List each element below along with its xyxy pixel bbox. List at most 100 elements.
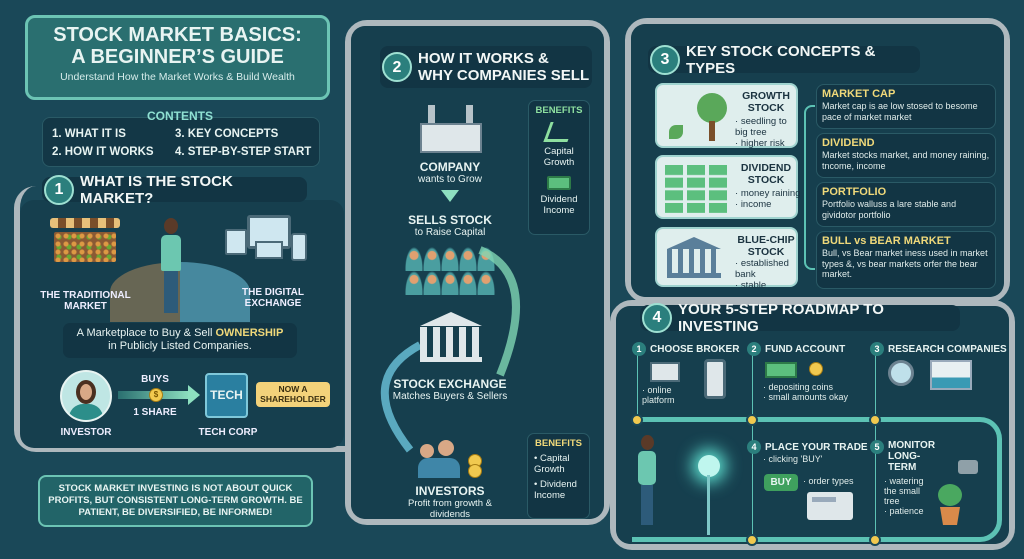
definition-pre: A Marketplace to Buy & Sell xyxy=(76,327,216,339)
dividend-title: DIVIDEND STOCK xyxy=(740,162,792,186)
exchange-sub: Matches Buyers & Sellers xyxy=(392,391,508,402)
benefit-bullet-2: • Dividend Income xyxy=(534,479,577,501)
contents-item-1[interactable]: 1. WHAT IT IS xyxy=(52,128,126,140)
cash-icon xyxy=(547,176,571,190)
contents-box xyxy=(42,117,320,167)
shareholder-badge: NOW A SHAREHOLDER xyxy=(256,382,330,407)
title-box: STOCK MARKET BASICS: A BEGINNER’S GUIDE … xyxy=(25,15,330,100)
money-rain-icon xyxy=(665,165,727,213)
type-card-bluechip[interactable]: BLUE-CHIP STOCK · established bank· stab… xyxy=(655,227,798,291)
bank-icon xyxy=(667,237,721,281)
section1-number: 1 xyxy=(44,174,74,205)
benefit-bullet-1: • Capital Growth xyxy=(534,453,570,475)
timeline-top xyxy=(632,417,1002,542)
concept-connector xyxy=(804,105,815,270)
dividend-bullet-2: income xyxy=(740,199,772,210)
benefit-capital-growth: Capital Growth xyxy=(543,146,575,168)
dividend-bullet-1: money raining xyxy=(740,188,801,199)
timeline-dot-3 xyxy=(869,414,881,426)
tech-logo: TECH xyxy=(205,373,248,418)
watering-can-icon xyxy=(958,460,978,474)
digital-devices-icon xyxy=(225,215,310,270)
tree-trunk xyxy=(709,121,715,141)
timeline-dot-2 xyxy=(746,414,758,426)
contents-item-3[interactable]: 3. KEY CONCEPTS xyxy=(175,128,279,140)
subtitle: Understand How the Market Works & Build … xyxy=(60,71,295,83)
magnifier-icon xyxy=(888,360,914,386)
contents-item-4[interactable]: 4. STEP-BY-STEP START xyxy=(175,146,312,158)
walking-person-icon xyxy=(636,435,658,530)
concept-text: Market cap is ae low stosed to besome pa… xyxy=(822,101,978,122)
title-line2: A BEGINNER’S GUIDE xyxy=(71,46,284,68)
step-title: FUND ACCOUNT xyxy=(765,344,846,355)
concept-title: DIVIDEND xyxy=(822,137,875,149)
tree-icon xyxy=(697,93,727,123)
concept-title: PORTFOLIO xyxy=(822,186,887,198)
dividend-bullets: · money raining· income xyxy=(735,188,801,210)
order-form-icon xyxy=(807,492,853,520)
concept-title: MARKET CAP xyxy=(822,88,896,100)
step4-bullet-1: clicking 'BUY' xyxy=(768,454,823,464)
step2-bullet-2: small amounts okay xyxy=(768,392,849,402)
step-number: 3 xyxy=(870,342,884,356)
buys-label: BUYS xyxy=(141,374,169,385)
definition-post: in Publicly Listed Companies. xyxy=(108,340,252,352)
growth-bullet-1: seedling to big tree xyxy=(735,116,787,138)
company-title: COMPANY xyxy=(419,160,481,174)
step-title: PLACE YOUR TRADE xyxy=(765,442,868,453)
step5-bullet-2: patience xyxy=(889,506,924,516)
path-road xyxy=(110,262,250,322)
crowd-icon xyxy=(405,247,495,295)
road-panel4 xyxy=(610,300,1015,550)
traditional-market-label: THE TRADITIONAL MARKET xyxy=(40,290,131,312)
tech-corp-label: TECH CORP xyxy=(198,427,258,438)
step-number: 2 xyxy=(747,342,761,356)
section3-number: 3 xyxy=(650,44,680,75)
sells-title: SELLS STOCK xyxy=(408,213,492,227)
section2-title-line2: WHY COMPANIES SELL xyxy=(418,67,590,84)
timeline-dot-4 xyxy=(746,534,758,546)
coin-icon xyxy=(809,362,823,376)
step-number: 4 xyxy=(747,440,761,454)
section4-header: 4 YOUR 5-STEP ROADMAP TO INVESTING xyxy=(640,301,960,335)
stock-exchange-icon xyxy=(420,312,482,362)
benefits-bottom-heading: BENEFITS xyxy=(535,438,582,449)
flow-arrow-left xyxy=(381,341,422,453)
digital-exchange-label: THE DIGITAL EXCHANGE xyxy=(241,287,305,309)
chart-icon xyxy=(930,360,972,390)
benefit-dividend-income-2: Dividend Income xyxy=(534,479,577,501)
contents-item-2[interactable]: 2. HOW IT WORKS xyxy=(52,146,154,158)
seedling-icon xyxy=(669,125,683,139)
investors-sub: Profit from growth & dividends xyxy=(408,498,492,520)
sells-sub: to Raise Capital xyxy=(414,227,486,238)
definition-box: A Marketplace to Buy & Sell OWNERSHIP in… xyxy=(63,323,297,358)
arrow-head xyxy=(188,385,200,405)
exchange-title: STOCK EXCHANGE xyxy=(393,377,507,391)
section1-header: 1 WHAT IS THE STOCK MARKET? xyxy=(42,173,307,207)
type-card-growth[interactable]: GROWTH STOCK · seedling to big tree· hig… xyxy=(655,83,798,149)
concept-text: Market stocks market, and money raining,… xyxy=(822,150,990,171)
factory-icon xyxy=(420,105,482,153)
lamp-icon xyxy=(698,455,720,477)
benefit-capital-growth-2: Capital Growth xyxy=(534,453,570,475)
road-panel2 xyxy=(345,20,610,525)
investors-title: INVESTORS xyxy=(415,484,485,498)
benefits-top-heading: BENEFITS xyxy=(535,105,583,116)
step5-bullet-1: watering the small tree xyxy=(884,476,924,506)
bluechip-bullets: · established bank· stable xyxy=(735,258,789,291)
benefits-top-box: BENEFITS Capital Growth Dividend Income xyxy=(528,100,590,235)
person-icon xyxy=(160,218,182,318)
definition-highlight: OWNERSHIP xyxy=(215,327,284,339)
concept-title: BULL vs BEAR MARKET xyxy=(822,235,951,247)
dollar-coin-icon: $ xyxy=(149,388,163,402)
buy-button[interactable]: BUY xyxy=(764,474,798,491)
concept-text: Bull, vs Bear market iness used in marke… xyxy=(822,248,988,279)
benefit-dividend-income: Dividend Income xyxy=(540,194,578,216)
bluechip-title: BLUE-CHIP STOCK xyxy=(737,234,795,258)
type-card-dividend[interactable]: DIVIDEND STOCK · money raining· income xyxy=(655,155,801,219)
